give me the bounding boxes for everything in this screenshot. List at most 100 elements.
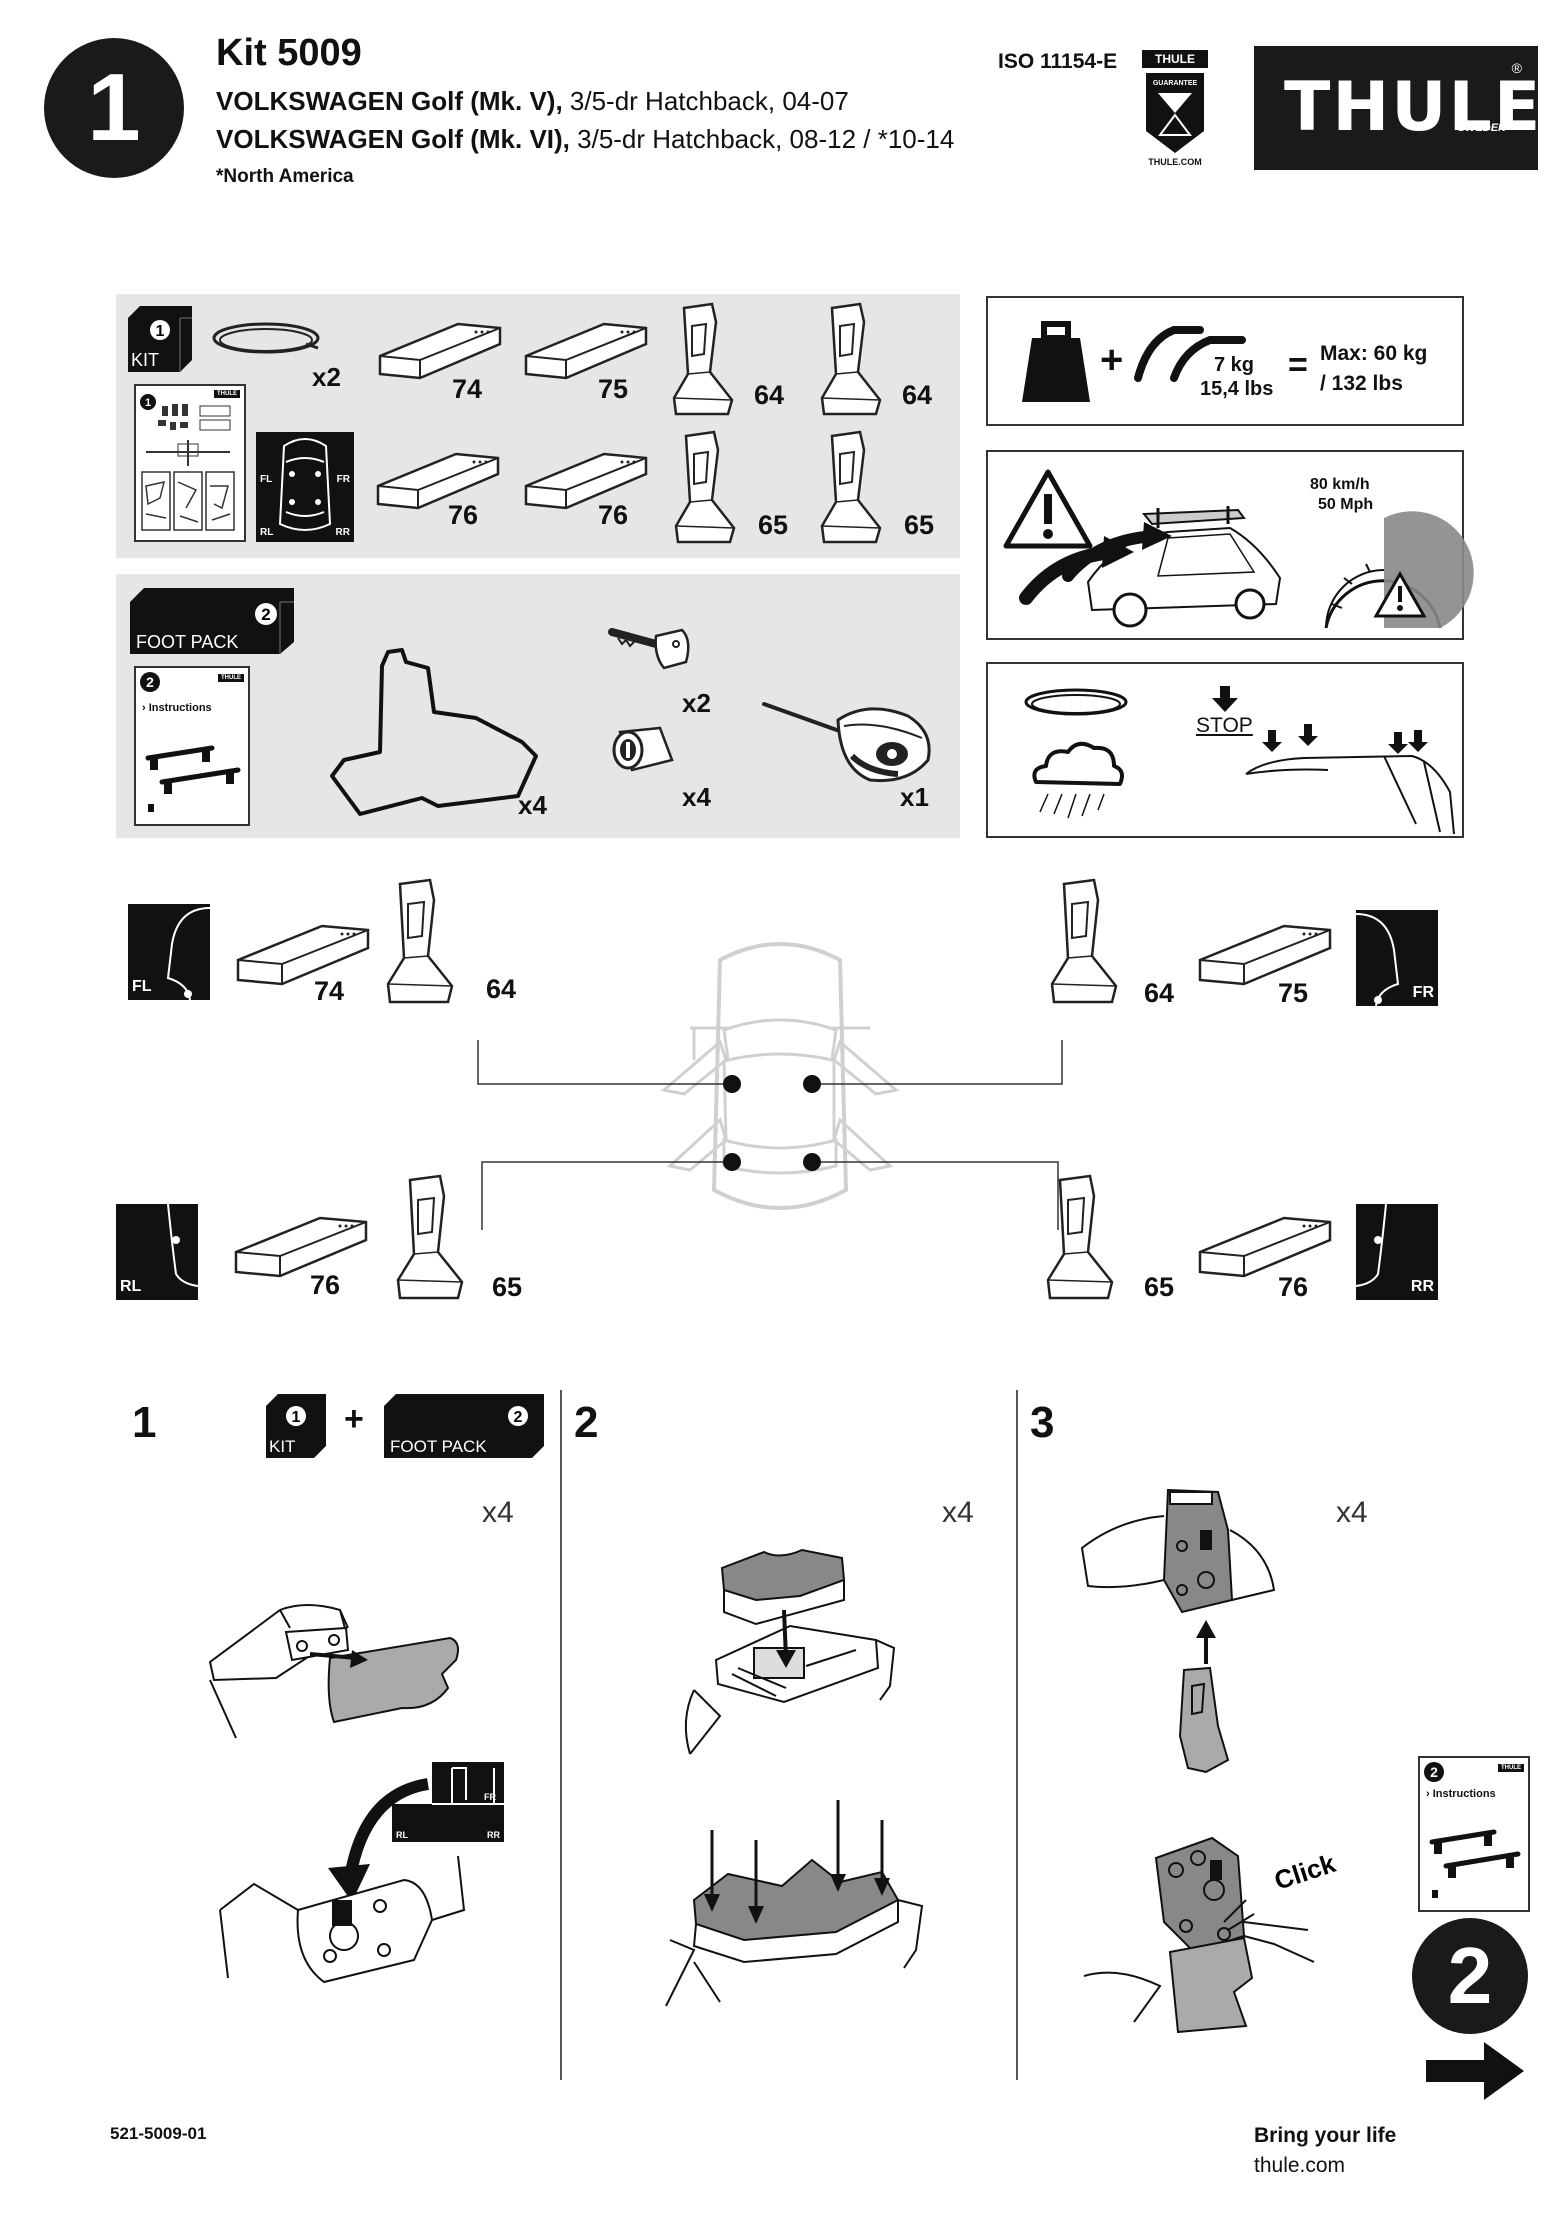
foot-65-label-a: 65 (758, 510, 789, 540)
position-fr-pad-label: 75 (1278, 978, 1309, 1008)
car-top-view-icon (278, 438, 332, 531)
door-frame-fr-icon (1355, 913, 1400, 1007)
map-label-rl: RL (260, 527, 274, 538)
care-instructions-box: STOP (986, 662, 1464, 838)
fp-booklet-text: › Instructions (142, 702, 212, 714)
torque-tool-qty: x1 (900, 782, 929, 812)
position-rl-foot-icon (396, 1174, 464, 1300)
map-label-fl: FL (260, 474, 273, 485)
warning-triangle-icon (1003, 469, 1093, 549)
step-1-number: 1 (132, 1398, 157, 1447)
guarantee-top-label: THULE (1142, 50, 1208, 68)
step-badge-number: 1 (87, 54, 141, 161)
pad-74-label: 74 (452, 374, 483, 404)
position-fl-pad-icon (236, 924, 370, 986)
next-booklet-brand: THULE (1498, 1764, 1524, 1772)
foot-65-icon-a (674, 430, 736, 544)
roof-rack-icon (1134, 326, 1246, 382)
vehicle-line-2: VOLKSWAGEN Golf (Mk. VI), 3/5-dr Hatchba… (216, 124, 954, 155)
footer-url: thule.com (1254, 2154, 1346, 2177)
vehicle-line-2-model: VOLKSWAGEN Golf (Mk. VI), (216, 124, 570, 154)
position-rl-pad-icon (234, 1216, 368, 1278)
foot-64-icon-a (672, 302, 734, 416)
north-america-note: *North America (216, 166, 354, 187)
guarantee-shield-icon: GUARANTEE (1146, 73, 1204, 153)
position-fr-thumb: FR (1355, 910, 1438, 1007)
foot-pack-box-icon: 2 FOOT PACK (130, 588, 294, 654)
step-2-count: x4 (942, 1496, 974, 1529)
pad-75-icon (524, 322, 648, 380)
step-1-kit-icon: 1 KIT (266, 1394, 326, 1458)
fp-booklet-brand: THULE (218, 674, 244, 682)
step-1-illustration-b: FR RL RR (219, 1762, 504, 1984)
step-2-number: 2 (574, 1398, 599, 1447)
position-fr-foot-label: 64 (1144, 978, 1175, 1008)
guarantee-badge: THULE GUARANTEE THULE.COM (1142, 50, 1208, 172)
position-rl-label: RL (120, 1278, 142, 1295)
foot-64-label-a: 64 (754, 380, 785, 410)
key-icon (608, 628, 690, 670)
kit-badge-number: 1 (156, 323, 165, 340)
load-plus: + (1100, 338, 1124, 382)
step-1-map-rr: RR (487, 1830, 500, 1840)
torque-tool-icon (762, 702, 931, 783)
position-fr-foot-icon (1050, 878, 1118, 1004)
pad-76-label-a: 76 (448, 500, 479, 530)
kit-title: Kit 5009 (216, 32, 362, 74)
position-connector-lines (477, 1040, 1063, 1230)
stop-label: STOP (1196, 714, 1253, 737)
stop-arrow-icon (1212, 686, 1238, 712)
next-instruction-booklet: 2 THULE › Instructions (1418, 1756, 1530, 1912)
next-arrow-icon (1426, 2042, 1524, 2100)
rain-cloud-icon (1032, 741, 1124, 819)
step-1-plus: + (344, 1400, 364, 1438)
position-rr-label: RR (1410, 1278, 1434, 1295)
vehicle-line-1: VOLKSWAGEN Golf (Mk. V), 3/5-dr Hatchbac… (216, 86, 849, 117)
pad-75-label: 75 (598, 374, 629, 404)
step-3-number: 3 (1030, 1398, 1055, 1447)
step-divider-1 (560, 1390, 562, 2080)
vehicle-line-1-model: VOLKSWAGEN Golf (Mk. V), (216, 86, 563, 116)
door-frame-rr-icon (1355, 1203, 1387, 1287)
position-fl-label: FL (132, 978, 152, 995)
load-capacity-box: + 7 kg 15,4 lbs = Max: 60 kg / 132 lbs (986, 296, 1464, 426)
speed-mph: 50 Mph (1318, 496, 1374, 513)
step-3-click-label: Click (1271, 1848, 1340, 1896)
position-rl-foot-label: 65 (492, 1272, 523, 1302)
car-with-load-icon (1019, 506, 1282, 628)
step-divider-2 (1016, 1390, 1018, 2080)
foot-pack-instruction-booklet: 2 THULE › Instructions (134, 666, 250, 826)
max-load-lbs: / 132 lbs (1320, 372, 1403, 395)
lock-cylinder-icon (612, 726, 674, 772)
foot-65-label-b: 65 (904, 510, 935, 540)
rubber-strip-coil-icon (212, 322, 320, 354)
kit-booklet-sketch-icon: 1 (140, 394, 235, 531)
position-fl-pad-label: 74 (314, 976, 345, 1006)
rubber-strip-qty: x2 (312, 362, 341, 392)
step-2-illustration-b (665, 1800, 924, 2007)
step-1-illustration-a (208, 1604, 459, 1739)
kit-badge-label: KIT (131, 350, 159, 370)
position-fr-pad-icon (1198, 924, 1332, 986)
load-equals: = (1288, 346, 1308, 384)
weight-icon (1022, 321, 1090, 402)
next-booklet-bars-icon (1429, 1829, 1521, 1898)
step-1-map-rl: RL (396, 1830, 408, 1840)
thule-logo: THULE ® SWEDEN (1254, 46, 1540, 170)
kit-box-icon: 1 KIT (128, 306, 192, 372)
thule-logo-reg: ® (1511, 60, 1522, 76)
fp-booklet-number: 2 (140, 672, 160, 692)
position-fr-label: FR (1412, 984, 1434, 1001)
max-load-kg: Max: 60 kg (1320, 342, 1428, 365)
pad-74-icon (378, 322, 502, 380)
position-rr-foot-label: 65 (1144, 1272, 1175, 1302)
position-fl-foot-icon (386, 878, 454, 1004)
position-fl-thumb: FL (128, 904, 211, 1001)
position-rr-foot-icon (1046, 1174, 1114, 1300)
rack-weight-kg: 7 kg (1214, 354, 1255, 376)
key-qty: x2 (682, 688, 711, 718)
kit-position-map: FL FR RL RR (256, 432, 354, 542)
speed-kmh: 80 km/h (1310, 476, 1370, 493)
lock-cylinder-qty: x4 (682, 782, 711, 812)
rubber-foot-pad-icon (330, 648, 538, 816)
